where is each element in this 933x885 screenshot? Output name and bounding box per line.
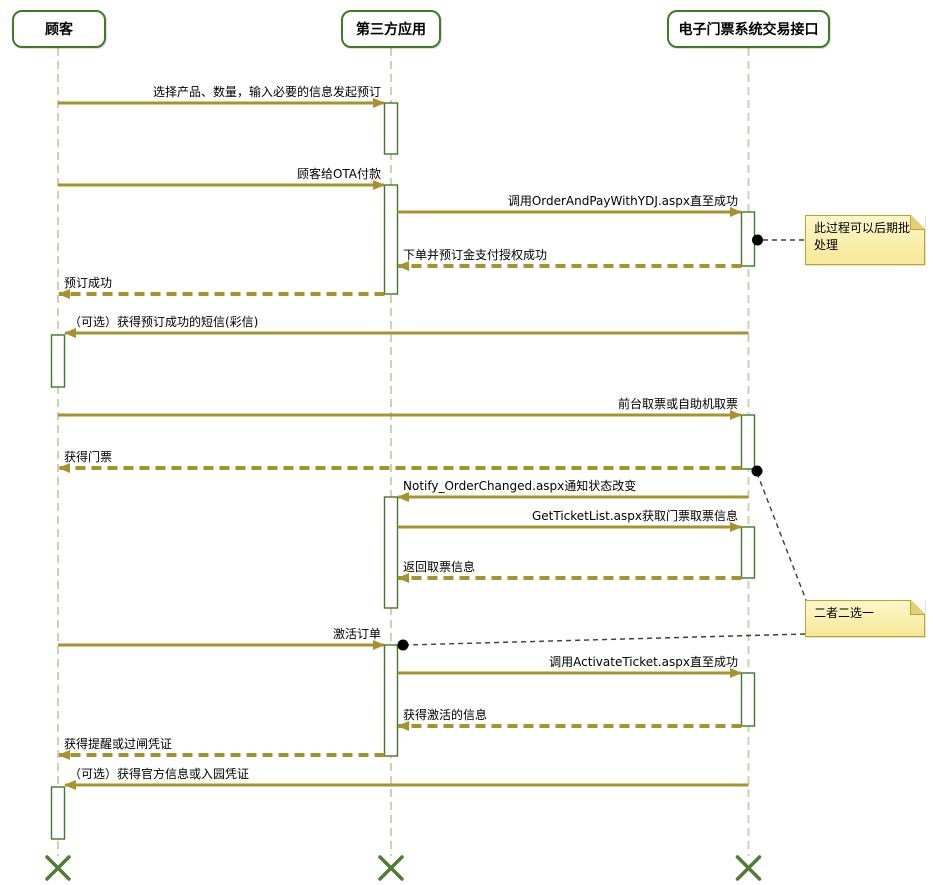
note-choose-one: 二者二选一	[805, 600, 925, 637]
message-label: 调用ActivateTicket.aspx直至成功	[549, 655, 738, 669]
message-label: 返回取票信息	[403, 560, 476, 574]
connector-dot	[751, 465, 763, 477]
note-connector	[756, 472, 807, 601]
participant-eticket-api: 电子门票系统交易接口	[667, 10, 830, 48]
destroy-x-icon	[378, 855, 404, 881]
connector-dot	[752, 234, 763, 246]
connector-dots	[397, 234, 763, 651]
connector-dot	[397, 639, 409, 651]
destroy-x-icon	[45, 855, 71, 881]
message-label: 前台取票或自助机取票	[617, 397, 738, 411]
activation-bar	[740, 414, 756, 470]
activation-bars	[50, 102, 756, 840]
activation-bar	[383, 184, 399, 295]
note-connector	[407, 633, 806, 646]
note-fold-corner-icon	[910, 600, 925, 615]
message-label: 激活订单	[332, 627, 381, 641]
activation-bar	[383, 102, 399, 155]
destroy-x-icon	[735, 855, 762, 881]
note-connectors	[407, 239, 807, 646]
message-label: （可选）获得官方信息或入园凭证	[69, 767, 250, 781]
message-label: 获得激活的信息	[403, 708, 488, 722]
activation-bar	[383, 496, 399, 609]
message-label: 下单并预订金支付授权成功	[403, 248, 548, 262]
participant-third-party-app: 第三方应用	[341, 10, 441, 48]
message-label: 预订成功	[64, 276, 113, 290]
message-label: （可选）获得预订成功的短信(彩信)	[69, 315, 259, 329]
participant-customer: 顾客	[12, 10, 106, 48]
activation-bar	[740, 672, 756, 727]
message-label: 获得提醒或过闸凭证	[64, 737, 173, 751]
message-label: 获得门票	[64, 450, 113, 464]
message-label: GetTicketList.aspx获取门票取票信息	[531, 509, 738, 523]
activation-bar	[50, 334, 66, 388]
activation-bar	[50, 786, 66, 840]
note-text: 此过程可以后期批处理	[814, 221, 911, 253]
note-fold-corner-icon	[910, 215, 925, 230]
activation-bar	[740, 526, 756, 579]
note-text: 二者二选一	[814, 606, 875, 620]
message-lines	[58, 98, 749, 790]
destroy-marks	[45, 855, 762, 881]
note-batch-processing: 此过程可以后期批处理	[805, 215, 925, 265]
message-label: 选择产品、数量，输入必要的信息发起预订	[152, 85, 381, 99]
message-label: 调用OrderAndPayWithYDJ.aspx直至成功	[507, 194, 738, 208]
message-label: 顾客给OTA付款	[296, 167, 381, 181]
activation-bar	[383, 644, 399, 757]
message-label: Notify_OrderChanged.aspx通知状态改变	[403, 479, 637, 493]
